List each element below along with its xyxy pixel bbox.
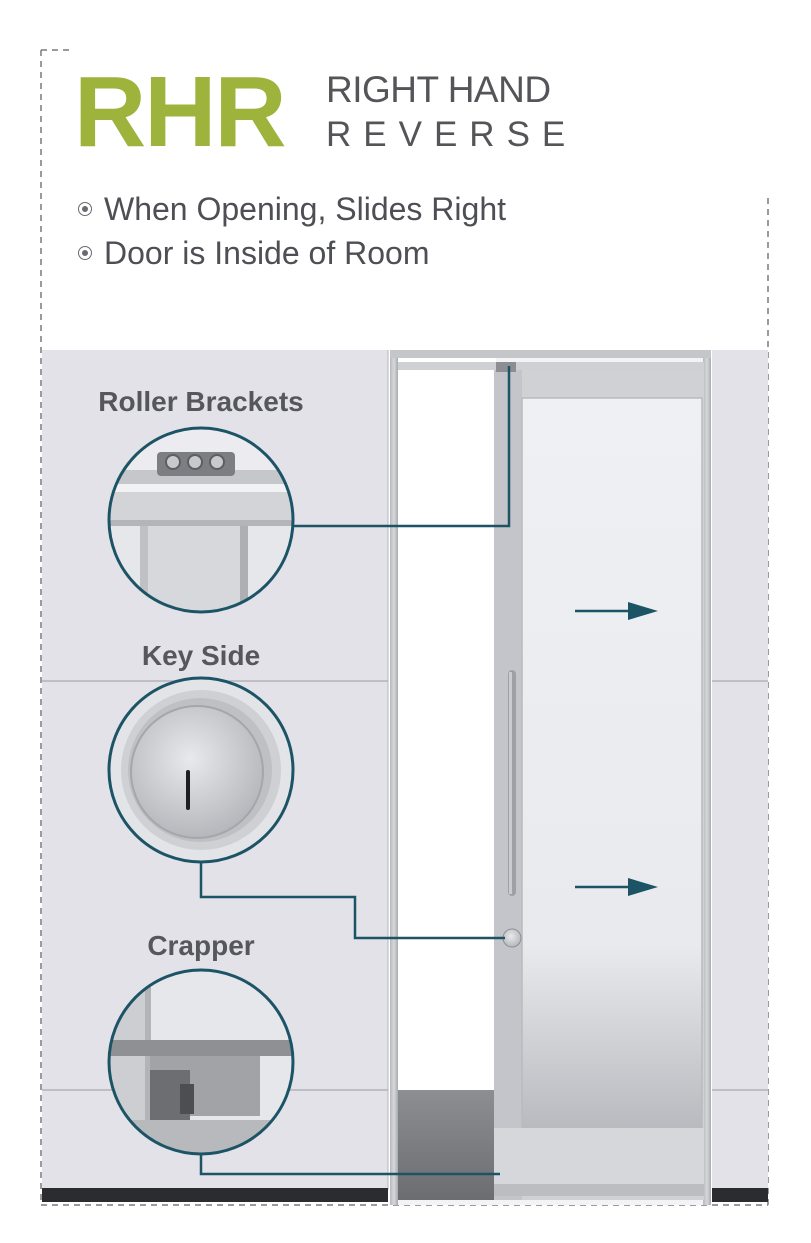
bullet-icon [78,246,92,260]
callout-label-crapper: Crapper [147,930,255,961]
title-abbreviation: RHR [74,56,287,168]
bullet-text: When Opening, Slides Right [104,191,506,227]
arrow-right-icon [575,602,658,620]
callout-label-key-side: Key Side [141,640,261,671]
arrow-right-icon [575,878,658,896]
key-side-detail [107,676,295,864]
bullet-item: When Opening, Slides Right [78,191,506,227]
title-line-2: REVERSE [326,115,578,154]
baseboard-right [712,1188,768,1202]
bullet-item: Door is Inside of Room [78,235,429,271]
sliding-door [494,362,704,1200]
crapper-detail [107,968,295,1156]
baseboard-left [42,1188,388,1202]
callout-leaders [199,366,511,1176]
bullet-icon [78,202,92,216]
title-line-1: RIGHT HAND [326,69,551,110]
bullet-text: Door is Inside of Room [104,235,430,271]
right-wall [712,350,768,1190]
callout-label-roller-brackets: Roller Brackets [98,386,304,417]
